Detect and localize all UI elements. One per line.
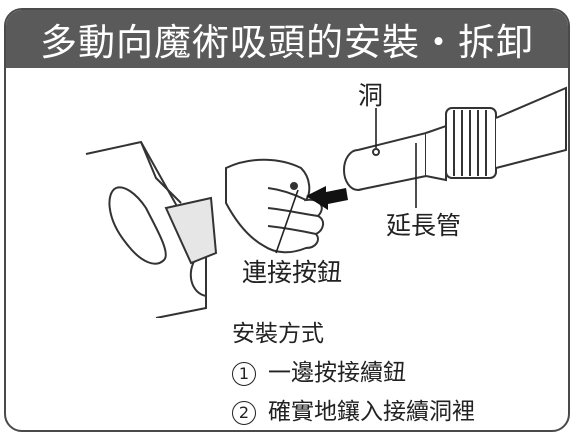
instruction-card: 多動向魔術吸頭的安裝・拆卸 <box>4 8 570 432</box>
step-text: 一邊按接續鈕 <box>268 360 406 386</box>
nozzle-head-drawing <box>85 140 218 318</box>
insert-arrow-drawing <box>306 186 348 210</box>
page-title: 多動向魔術吸頭的安裝・拆卸 <box>40 21 534 64</box>
instructions: 安裝方式 1 一邊按接續鈕 2 確實地鑲入接續洞裡 <box>232 315 475 430</box>
extension-tube-callout: 延長管 <box>386 211 462 240</box>
extension-tube-drawing <box>343 86 567 191</box>
nozzle-attachment-illustration <box>85 86 567 318</box>
instructions-heading: 安裝方式 <box>232 321 324 347</box>
hand-drawing <box>225 158 324 254</box>
step-text: 確實地鑲入接續洞裡 <box>268 399 475 425</box>
leader-lines <box>275 108 417 254</box>
connect-button-callout: 連接按鈕 <box>242 258 343 287</box>
step-number: 2 <box>232 400 256 425</box>
hole-callout: 洞 <box>358 81 384 110</box>
step-2: 2 確實地鑲入接續洞裡 <box>232 393 475 430</box>
step-1: 1 一邊按接續鈕 <box>232 354 475 393</box>
step-number: 1 <box>232 361 256 386</box>
title-bar: 多動向魔術吸頭的安裝・拆卸 <box>6 10 568 68</box>
